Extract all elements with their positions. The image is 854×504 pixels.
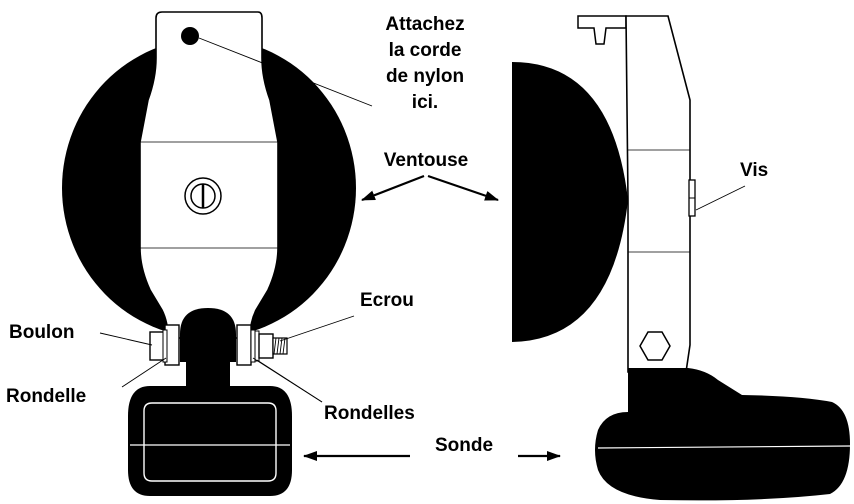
label-attach-line2: la corde bbox=[389, 40, 462, 61]
ventouse-arrow-right bbox=[427, 174, 499, 202]
rondelle-leader-line bbox=[121, 357, 167, 388]
labels: Attachez la corde de nylon ici. Ventouse… bbox=[6, 14, 768, 456]
side-top-hook bbox=[577, 15, 627, 45]
label-ecrou: Ecrou bbox=[360, 290, 414, 311]
front-stem bbox=[186, 360, 230, 390]
side-transducer bbox=[595, 368, 850, 501]
ecrou-leader-line bbox=[279, 315, 355, 342]
label-attach-line1: Attachez bbox=[385, 14, 464, 35]
label-rondelle: Rondelle bbox=[6, 386, 86, 407]
washer-left bbox=[162, 329, 168, 363]
label-ventouse: Ventouse bbox=[384, 150, 468, 171]
hex-nut-icon bbox=[639, 331, 671, 361]
washer-right-a bbox=[250, 329, 256, 363]
ventouse-arrow-left bbox=[361, 174, 425, 202]
rope-hole bbox=[181, 27, 199, 45]
attach-leader-line bbox=[198, 37, 373, 107]
front-view bbox=[62, 11, 356, 496]
label-rondelles: Rondelles bbox=[324, 403, 415, 424]
leaders bbox=[99, 37, 746, 461]
boulon-head bbox=[149, 331, 165, 361]
side-transducer-seam bbox=[597, 445, 851, 449]
side-bracket bbox=[625, 15, 691, 373]
label-attach-line4: ici. bbox=[412, 92, 438, 113]
label-vis: Vis bbox=[740, 160, 768, 181]
front-transducer-face bbox=[143, 402, 277, 482]
boulon-leader-line bbox=[99, 332, 153, 346]
label-sonde: Sonde bbox=[435, 435, 493, 456]
front-transducer bbox=[128, 386, 292, 496]
rondelles-leader-line-b bbox=[256, 359, 323, 403]
vis-leader-line bbox=[695, 185, 746, 211]
bolt-thread-lines bbox=[273, 337, 286, 355]
front-right-tab bbox=[236, 324, 252, 366]
ecrou-nut bbox=[258, 333, 274, 359]
label-boulon: Boulon bbox=[9, 322, 74, 343]
side-suction-cup bbox=[512, 62, 628, 342]
label-attach-line3: de nylon bbox=[386, 66, 464, 87]
center-screw-icon bbox=[184, 177, 222, 215]
side-view bbox=[512, 15, 851, 501]
front-knuckle bbox=[180, 308, 236, 362]
